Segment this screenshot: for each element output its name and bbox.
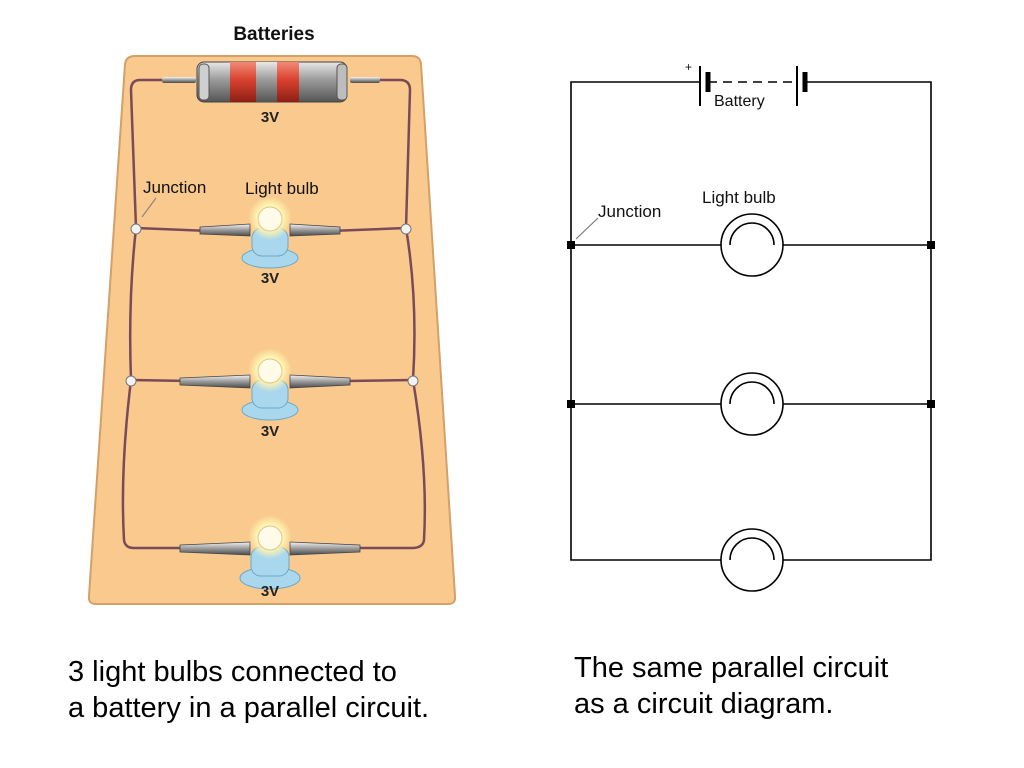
left-caption-line-2: a battery in a parallel circuit. (68, 692, 430, 724)
lamp-symbol-2 (720, 372, 784, 436)
schematic-light-bulb-label: Light bulb (702, 188, 776, 207)
bulb-2-voltage: 3V (261, 423, 279, 440)
junction-label: Junction (143, 178, 206, 197)
lamp-symbol-1 (720, 213, 784, 277)
left-caption-line-1: 3 light bulbs connected to (68, 656, 397, 688)
circuit-diagram (570, 66, 932, 592)
bulb-2 (179, 348, 351, 421)
right-caption-line-2: as a circuit diagram. (574, 688, 834, 720)
breadboard-illustration: Batteries 3V Junction Light bulb 3V 3V 3… (87, 24, 457, 605)
wires (121, 78, 427, 550)
top-wire-right (783, 81, 932, 561)
right-caption: The same parallel circuit as a circuit d… (574, 650, 888, 722)
battery-voltage: 3V (261, 109, 279, 126)
batteries-label: Batteries (233, 24, 314, 45)
light-bulb-label: Light bulb (245, 179, 319, 198)
bulb-3 (179, 515, 361, 590)
right-caption-line-1: The same parallel circuit (574, 652, 889, 684)
schematic-junction-pointer (575, 217, 599, 240)
top-wire-left (570, 81, 722, 561)
battery-pack (162, 61, 380, 103)
lamp-symbol-3 (720, 528, 784, 592)
bulb-1-voltage: 3V (261, 270, 279, 287)
schematic-battery-label: Battery (714, 93, 765, 110)
plus-sign: + (685, 60, 692, 74)
bulb-1 (199, 196, 341, 269)
schematic-junction-label: Junction (598, 202, 661, 221)
left-caption: 3 light bulbs connected to a battery in … (68, 654, 429, 726)
wooden-board (87, 55, 457, 605)
junction-pointer (141, 197, 157, 218)
bulb-3-voltage: 3V (261, 583, 279, 600)
schematic-junctions (567, 241, 935, 408)
junction-dots (125, 223, 419, 387)
battery-symbol (699, 66, 808, 106)
